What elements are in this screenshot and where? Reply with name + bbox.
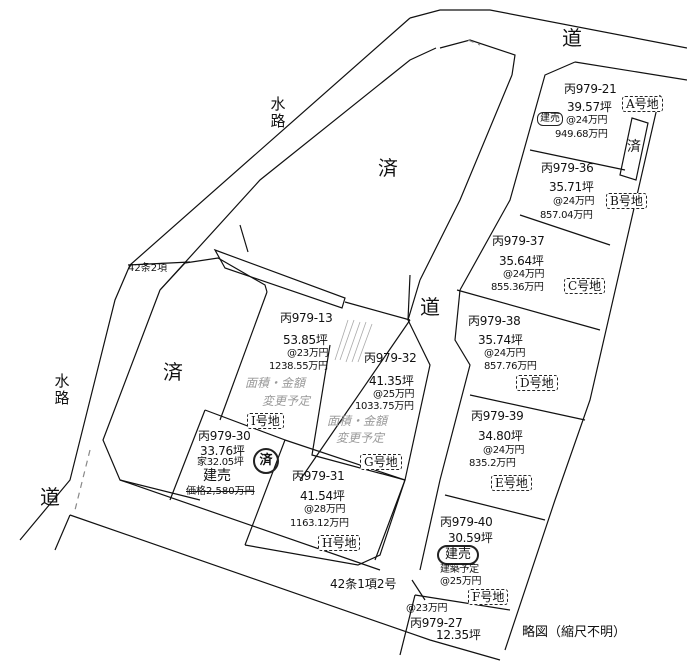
- lot-number: 丙979-38: [468, 314, 521, 328]
- waterway-label-west: 水路: [54, 372, 70, 407]
- unit-price: @25万円: [440, 576, 482, 587]
- unit-price: @28万円: [304, 504, 346, 515]
- built-for-sale-badge: 建売: [437, 545, 480, 565]
- road-label-west: 道: [40, 485, 60, 509]
- sold-stamp: 済: [253, 448, 279, 474]
- unit-price: @23万円: [287, 348, 329, 359]
- lot-tag: A号地: [622, 96, 663, 112]
- lot-number: 丙979-36: [541, 161, 594, 175]
- lot-area: 39.57坪: [567, 100, 612, 114]
- lot-tag: D号地: [516, 375, 558, 391]
- lot-tag: B号地: [606, 193, 647, 209]
- unit-price: @23万円: [406, 603, 448, 614]
- handwritten-note: 変更予定: [336, 431, 385, 445]
- lot-number: 丙979-39: [471, 409, 524, 423]
- unit-price: @24万円: [483, 445, 525, 456]
- lot-area: 35.64坪: [499, 254, 544, 268]
- lot-tag: I号地: [247, 413, 284, 429]
- lot-area: 35.74坪: [478, 333, 523, 347]
- total-price: 857.04万円: [540, 210, 593, 221]
- total-price: 835.2万円: [469, 458, 516, 469]
- lot-number: 丙979-40: [440, 515, 493, 529]
- lot-number: 丙979-31: [292, 469, 345, 483]
- sold-label-north: 済: [378, 156, 398, 180]
- road-label-center: 道: [420, 295, 440, 319]
- lot-number: 丙979-21: [564, 82, 617, 96]
- unit-price: @24万円: [503, 269, 545, 280]
- total-price: 1033.75万円: [355, 401, 414, 412]
- lot-number: 丙979-30: [198, 429, 251, 443]
- sold-strip-label: 済: [627, 139, 641, 155]
- lot-area: 53.85坪: [283, 333, 328, 347]
- handwritten-note: 面積・金額: [327, 414, 388, 428]
- unit-price: @24万円: [566, 115, 608, 126]
- lot-area: 41.54坪: [300, 489, 345, 503]
- lot-area: 35.71坪: [549, 180, 594, 194]
- lot-number: 丙979-37: [492, 234, 545, 248]
- lot-tag: C号地: [564, 278, 606, 294]
- total-price: 949.68万円: [555, 129, 608, 140]
- lot-tag: F号地: [468, 589, 509, 605]
- lot-number: 丙979-13: [280, 311, 333, 325]
- lot-area: 30.59坪: [448, 531, 493, 545]
- handwritten-note: 変更予定: [262, 394, 311, 408]
- road-note-42-1-2: 42条1項2号: [330, 577, 397, 591]
- built-for-sale-badge: 建売: [537, 112, 563, 126]
- lot-area: 12.35坪: [436, 628, 481, 642]
- lot-area: 33.76坪: [200, 444, 245, 458]
- built-for-sale-label: 建売: [203, 468, 231, 484]
- total-price: 855.36万円: [491, 282, 544, 293]
- waterway-label-north: 水路: [270, 95, 286, 130]
- map-caption: 略図（縮尺不明）: [522, 625, 627, 640]
- total-price: 857.76万円: [484, 361, 537, 372]
- unit-price: @25万円: [373, 389, 415, 400]
- lot-number: 丙979-32: [364, 351, 417, 365]
- lot-tag: E号地: [491, 475, 532, 491]
- road-label-north: 道: [562, 26, 582, 50]
- sold-label-west: 済: [163, 360, 183, 384]
- handwritten-note: 面積・金額: [245, 376, 306, 390]
- lot-area: 34.80坪: [478, 429, 523, 443]
- house-area: 家32.05坪: [197, 457, 244, 468]
- lot-tag: H号地: [318, 535, 361, 551]
- total-price: 1238.55万円: [269, 361, 328, 372]
- lot-tag: G号地: [360, 454, 402, 470]
- build-note: 建築予定: [440, 564, 479, 575]
- lot-area: 41.35坪: [369, 374, 414, 388]
- lot-number: 丙979-27: [410, 616, 463, 630]
- struck-price: 価格2,580万円: [186, 486, 255, 497]
- road-note-42-2: 42条2項: [128, 263, 168, 274]
- total-price: 1163.12万円: [290, 518, 349, 529]
- unit-price: @24万円: [484, 348, 526, 359]
- unit-price: @24万円: [553, 196, 595, 207]
